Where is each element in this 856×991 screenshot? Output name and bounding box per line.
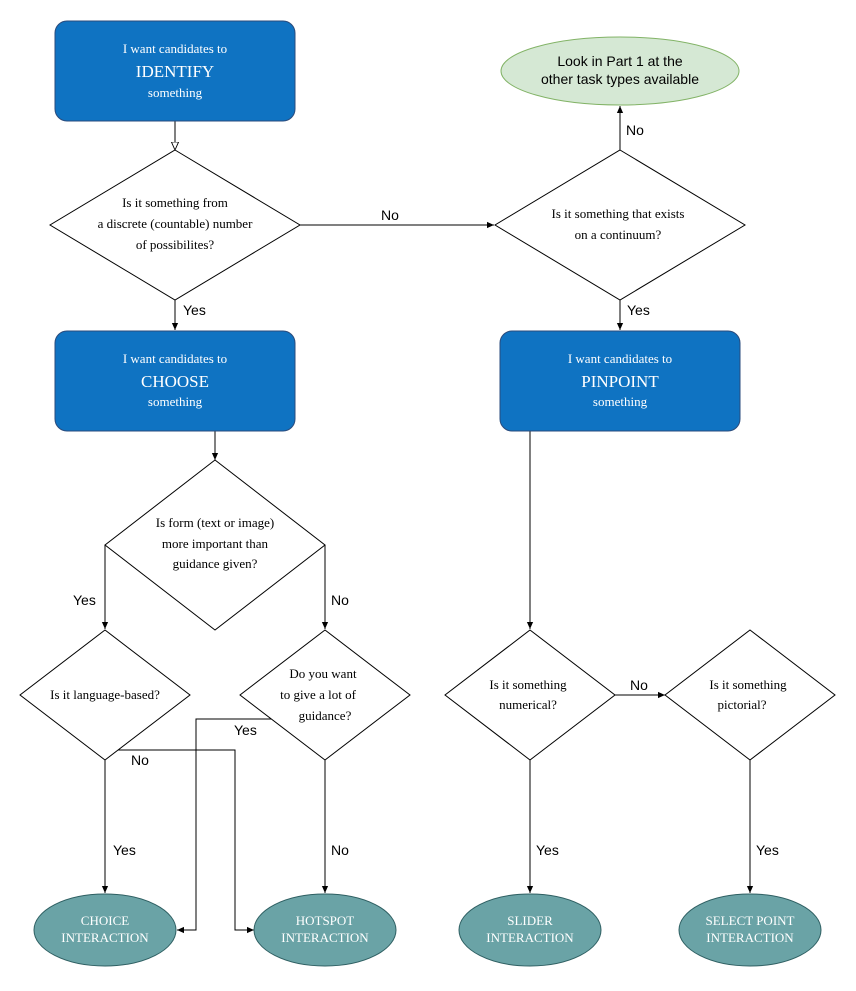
- decision-form-line1: Is form (text or image): [156, 515, 274, 530]
- outcome-hotspot-line2: INTERACTION: [281, 930, 369, 945]
- outcome-select-point-interaction: SELECT POINT INTERACTION: [678, 893, 822, 967]
- decision-guidance: Do you want to give a lot of guidance?: [239, 629, 411, 761]
- decision-guidance-line1: Do you want: [289, 666, 357, 681]
- decision-form: Is form (text or image) more important t…: [104, 459, 326, 631]
- decision-discrete-line3: of possibilites?: [136, 237, 215, 252]
- box-identify-pre: I want candidates to: [123, 41, 227, 56]
- box-choose-pre: I want candidates to: [123, 351, 227, 366]
- look-part1-line1: Look in Part 1 at the: [557, 53, 683, 69]
- outcome-hotspot-line1: HOTSPOT: [296, 913, 355, 928]
- box-identify-verb: IDENTIFY: [136, 62, 214, 81]
- box-pinpoint-post: something: [593, 394, 648, 409]
- decision-language: Is it language-based?: [19, 629, 191, 761]
- ellipse-look-part1: Look in Part 1 at the other task types a…: [500, 36, 740, 106]
- box-pinpoint-pre: I want candidates to: [568, 351, 672, 366]
- edge-language-no: [118, 749, 254, 934]
- box-identify-post: something: [148, 85, 203, 100]
- decision-form-line3: guidance given?: [173, 556, 258, 571]
- label-continuum-yes: Yes: [627, 302, 650, 318]
- label-continuum-no: No: [626, 122, 644, 138]
- decision-guidance-line2: to give a lot of: [280, 687, 356, 702]
- connectors: [101, 106, 754, 934]
- label-form-no: No: [331, 592, 349, 608]
- decision-numerical-line1: Is it something: [489, 677, 567, 692]
- label-pictorial-yes: Yes: [756, 842, 779, 858]
- label-guidance-yes: Yes: [234, 722, 257, 738]
- outcome-slider-interaction: SLIDER INTERACTION: [458, 893, 602, 967]
- outcome-choice-line1: CHOICE: [81, 913, 129, 928]
- decision-guidance-line3: guidance?: [299, 708, 352, 723]
- label-language-no: No: [131, 752, 149, 768]
- decision-continuum: Is it something that exists on a continu…: [494, 149, 746, 301]
- box-choose-post: something: [148, 394, 203, 409]
- decision-discrete: Is it something from a discrete (countab…: [49, 149, 301, 301]
- outcome-slider-line1: SLIDER: [507, 913, 553, 928]
- decision-numerical-line2: numerical?: [499, 697, 557, 712]
- outcome-choice-line2: INTERACTION: [61, 930, 149, 945]
- decision-discrete-line2: a discrete (countable) number: [98, 216, 254, 231]
- decision-form-line2: more important than: [162, 536, 269, 551]
- box-identify: I want candidates to IDENTIFY something: [54, 20, 296, 122]
- look-part1-line2: other task types available: [541, 71, 699, 87]
- box-choose: I want candidates to CHOOSE something: [54, 330, 296, 432]
- decision-continuum-line1: Is it something that exists: [552, 206, 685, 221]
- outcome-choice-interaction: CHOICE INTERACTION: [33, 893, 177, 967]
- decision-pictorial-line2: pictorial?: [717, 697, 766, 712]
- decision-pictorial-line1: Is it something: [709, 677, 787, 692]
- label-language-yes: Yes: [113, 842, 136, 858]
- decision-pictorial: Is it something pictorial?: [664, 629, 836, 761]
- box-pinpoint: I want candidates to PINPOINT something: [499, 330, 741, 432]
- label-numerical-yes: Yes: [536, 842, 559, 858]
- outcome-select-point-line2: INTERACTION: [706, 930, 794, 945]
- edge-guidance-yes: [177, 718, 272, 934]
- decision-continuum-line2: on a continuum?: [575, 227, 662, 242]
- label-numerical-no: No: [630, 677, 648, 693]
- label-discrete-yes: Yes: [183, 302, 206, 318]
- box-pinpoint-verb: PINPOINT: [581, 372, 659, 391]
- outcome-select-point-line1: SELECT POINT: [706, 913, 795, 928]
- label-guidance-no: No: [331, 842, 349, 858]
- decision-discrete-line1: Is it something from: [122, 195, 228, 210]
- outcome-slider-line2: INTERACTION: [486, 930, 574, 945]
- decision-language-line1: Is it language-based?: [50, 687, 160, 702]
- outcome-hotspot-interaction: HOTSPOT INTERACTION: [253, 893, 397, 967]
- label-discrete-no: No: [381, 207, 399, 223]
- box-choose-verb: CHOOSE: [141, 372, 209, 391]
- label-form-yes: Yes: [73, 592, 96, 608]
- decision-numerical: Is it something numerical?: [444, 629, 616, 761]
